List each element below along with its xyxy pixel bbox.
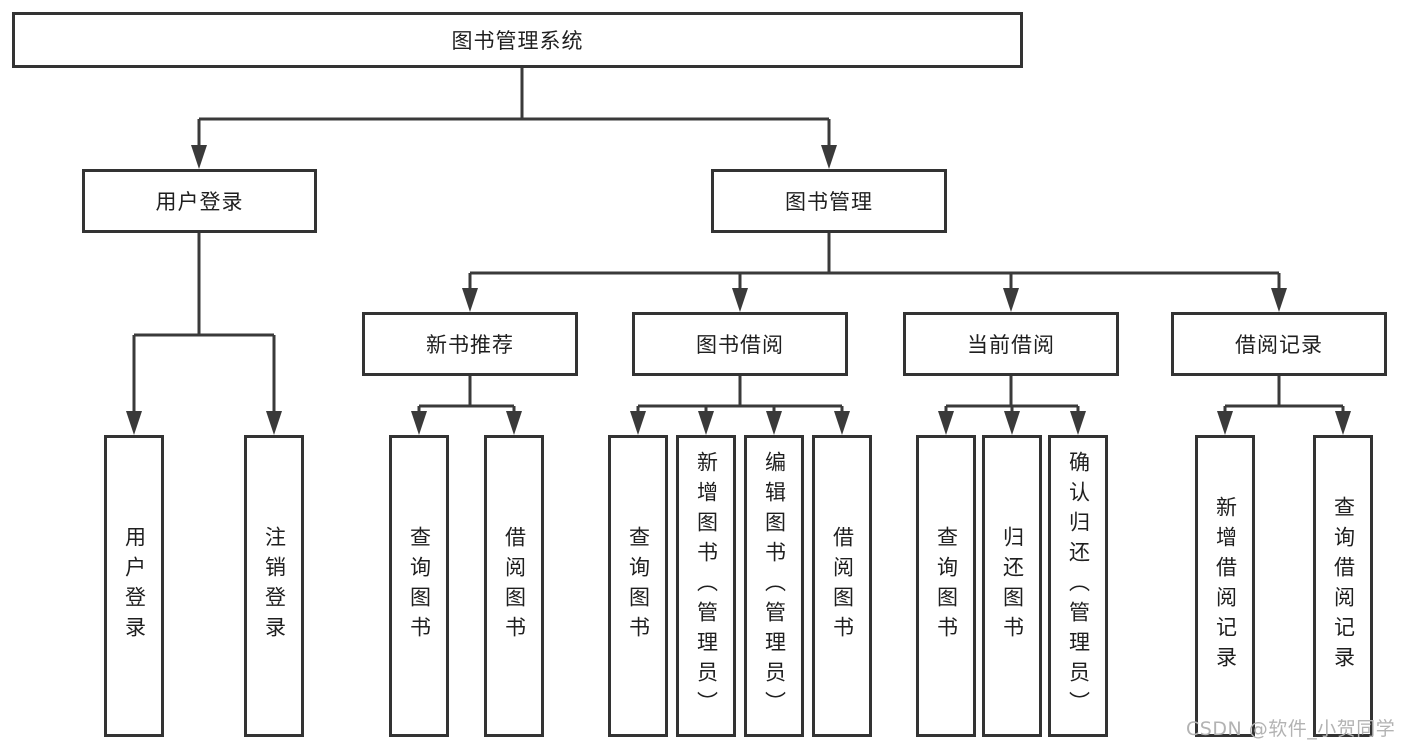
node-label: 查询图书: [934, 526, 959, 646]
node-label: 新增借阅记录: [1213, 496, 1238, 676]
leaf-logout: 注销登录: [244, 435, 304, 737]
node-label: 图书管理系统: [451, 29, 584, 53]
leaf-recommend-borrow-books: 借阅图书: [484, 435, 544, 737]
leaf-records-query-record: 查询借阅记录: [1313, 435, 1373, 737]
leaf-borrow-add-books-admin: 新增图书（管理员）: [676, 435, 736, 737]
node-label: 借阅图书: [830, 526, 855, 646]
node-library-management-system: 图书管理系统: [12, 12, 1023, 68]
node-user-login: 用户登录: [82, 169, 317, 233]
leaf-current-confirm-return-admin: 确认归还（管理员）: [1048, 435, 1108, 737]
node-book-borrow: 图书借阅: [632, 312, 848, 376]
node-label: 用户登录: [122, 526, 147, 646]
leaf-borrow-borrow-books: 借阅图书: [812, 435, 872, 737]
node-label: 图书借阅: [696, 333, 784, 357]
node-label: 查询图书: [626, 526, 651, 646]
node-label: 当前借阅: [967, 333, 1055, 357]
csdn-watermark: CSDN @软件_小贺同学: [1186, 718, 1396, 740]
node-label: 图书管理: [785, 190, 873, 214]
node-new-book-recommend: 新书推荐: [362, 312, 578, 376]
leaf-current-return-books: 归还图书: [982, 435, 1042, 737]
node-label: 归还图书: [1000, 526, 1025, 646]
leaf-current-query-books: 查询图书: [916, 435, 976, 737]
node-label: 新增图书（管理员）: [694, 451, 719, 721]
leaf-borrow-query-books: 查询图书: [608, 435, 668, 737]
node-label: 新书推荐: [426, 333, 514, 357]
node-label: 注销登录: [262, 526, 287, 646]
leaf-records-add-record: 新增借阅记录: [1195, 435, 1255, 737]
node-label: 查询借阅记录: [1331, 496, 1356, 676]
node-borrow-records: 借阅记录: [1171, 312, 1387, 376]
leaf-user-login: 用户登录: [104, 435, 164, 737]
node-label: 查询图书: [407, 526, 432, 646]
node-label: 确认归还（管理员）: [1066, 451, 1091, 721]
node-label: 编辑图书（管理员）: [762, 451, 787, 721]
node-label: 借阅图书: [502, 526, 527, 646]
node-book-management: 图书管理: [711, 169, 947, 233]
leaf-recommend-query-books: 查询图书: [389, 435, 449, 737]
leaf-borrow-edit-books-admin: 编辑图书（管理员）: [744, 435, 804, 737]
node-label: 借阅记录: [1235, 333, 1323, 357]
node-label: 用户登录: [155, 190, 244, 214]
node-current-borrow: 当前借阅: [903, 312, 1119, 376]
